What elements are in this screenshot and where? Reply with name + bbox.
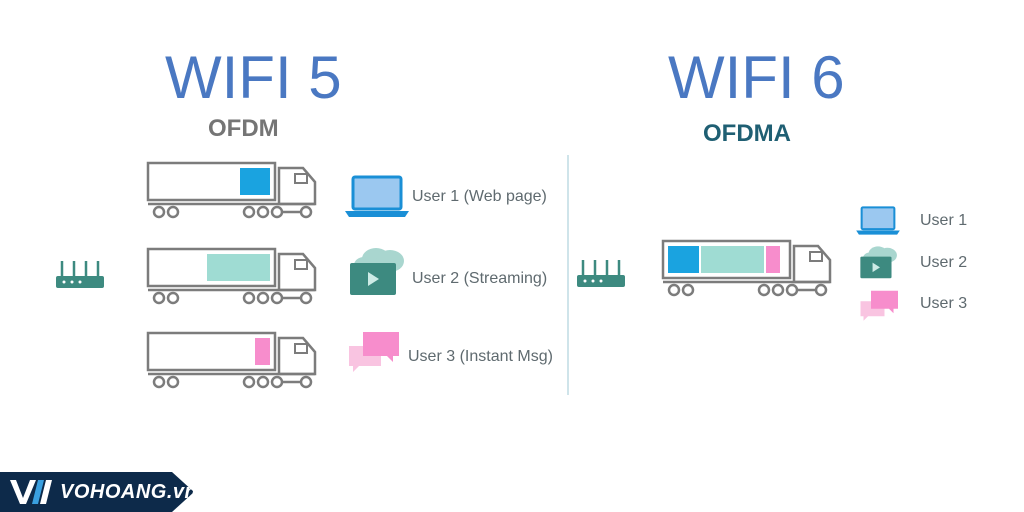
- logo-background: [0, 472, 194, 512]
- user-3-label: User 3: [920, 295, 968, 312]
- streaming-packet: [701, 246, 764, 273]
- router-icon: [577, 260, 625, 287]
- instant-msg-packet: [766, 246, 780, 273]
- user-3-label: User 3 (Instant Msg): [408, 348, 553, 365]
- truck-2-icon: [146, 247, 317, 305]
- logo-text: VOHOANG.vn: [60, 481, 198, 503]
- user-1-label: User 1: [920, 212, 968, 229]
- user-2-label: User 2: [920, 254, 968, 271]
- truck-3-icon: [146, 331, 317, 389]
- instant-msg-packet: [255, 338, 270, 365]
- router-icon: [56, 261, 104, 288]
- web-page-packet: [240, 168, 270, 195]
- chat-bubbles-icon: [349, 332, 399, 372]
- chat-bubbles-icon: [860, 290, 898, 321]
- laptop-icon: [345, 175, 409, 217]
- laptop-icon: [856, 206, 900, 235]
- section-divider: [567, 155, 569, 395]
- video-cloud-icon: [860, 246, 897, 279]
- streaming-packet: [207, 254, 270, 281]
- ofdma-truck-icon: [661, 239, 832, 297]
- wifi6-title: WIFI 6: [668, 44, 845, 111]
- video-cloud-icon: [350, 248, 404, 295]
- ofdm-subtitle: OFDM: [208, 115, 279, 142]
- brand-logo: VOHOANG.vn: [0, 472, 198, 512]
- truck-1-icon: [146, 161, 317, 219]
- wifi5-title: WIFI 5: [165, 44, 342, 111]
- user-1-label: User 1 (Web page): [412, 188, 547, 205]
- ofdma-subtitle: OFDMA: [703, 120, 791, 147]
- user-2-label: User 2 (Streaming): [412, 270, 548, 287]
- web-page-packet: [668, 246, 699, 273]
